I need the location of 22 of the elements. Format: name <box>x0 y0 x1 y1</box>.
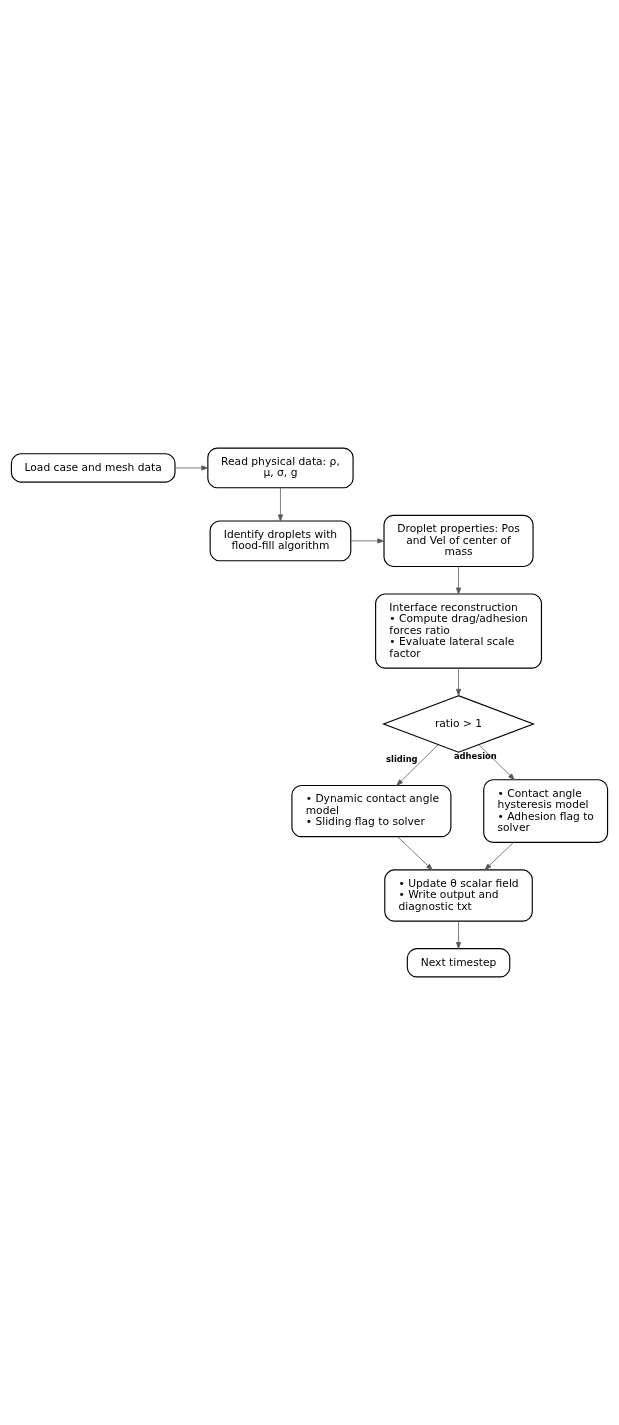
node-diamond: ratio > 1 <box>382 695 536 753</box>
node-box: Identify droplets with flood-fill algorithm <box>209 520 352 562</box>
arrow <box>277 487 283 522</box>
arrow <box>456 566 462 595</box>
arrow <box>456 920 462 949</box>
node-box: • Update θ scalar field • Write output and diagnostic txt <box>384 869 533 922</box>
arrow <box>174 465 209 471</box>
edge-label: sliding <box>386 753 418 764</box>
arrow <box>397 836 433 871</box>
node-box: Interface reconstruction • Compute drag/adhesion forces ratio • Evaluate lateral scale factor <box>375 593 543 669</box>
node-box: Next timestep <box>406 948 511 978</box>
node-box: Droplet properties: Pos and Vel of center of mass <box>383 514 534 568</box>
arrow <box>456 667 462 696</box>
node-box: Load case and mesh data <box>10 453 176 483</box>
node-box: Read physical data: ρ, μ, σ, g <box>207 447 354 489</box>
arrow <box>484 842 514 871</box>
node-box: • Dynamic contact angle model • Sliding flag to solver <box>291 784 452 838</box>
arrow <box>396 744 439 786</box>
arrow <box>478 744 515 781</box>
node-box: • Contact angle hysteresis model • Adhesion flag to solver <box>483 779 609 843</box>
edge-label: adhesion <box>453 751 497 762</box>
arrow <box>350 538 385 544</box>
